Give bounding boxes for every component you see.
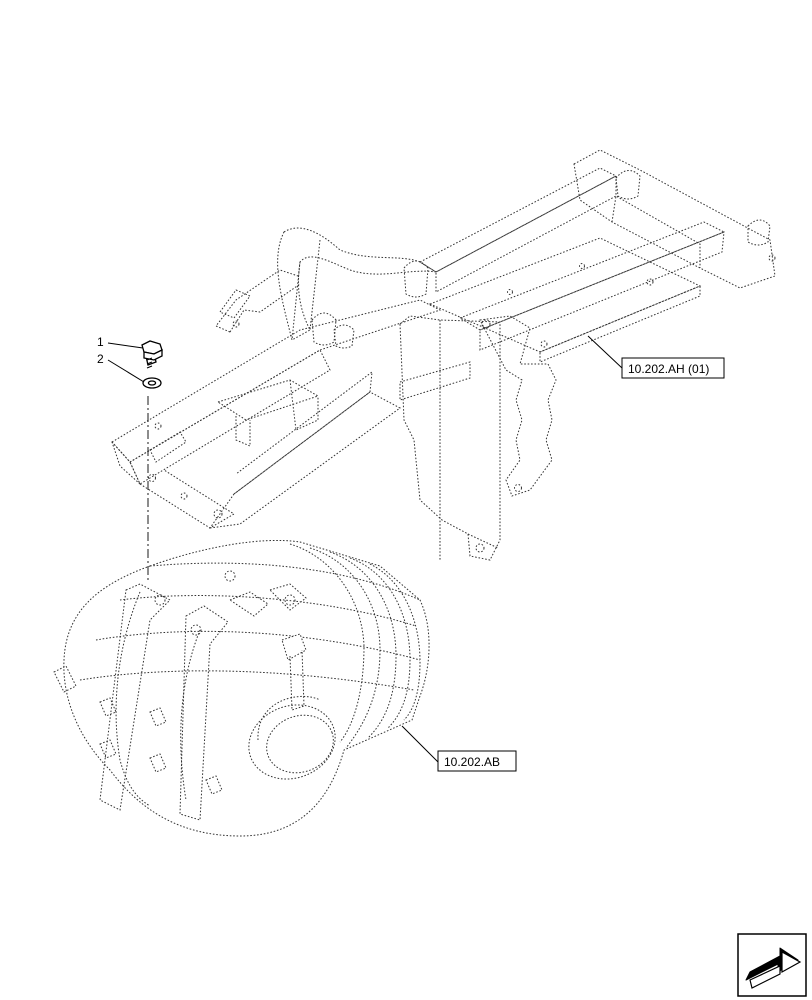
washer-part [142,377,162,389]
air-filter-assembly [53,539,430,837]
leader-item-1 [107,342,144,349]
next-page-arrow-icon[interactable] [737,933,807,997]
reference-callout-filter[interactable]: 10.202.AB [401,725,517,772]
callout-item-2: 2 [97,352,104,366]
reference-label-filter: 10.202.AB [444,755,500,769]
support-frame [111,149,776,561]
callout-item-1: 1 [97,335,104,349]
reference-label-frame: 10.202.AH (01) [628,362,709,376]
reference-callout-frame[interactable]: 10.202.AH (01) [587,335,725,379]
bolt-part [141,340,163,369]
leader-item-2 [107,359,145,383]
